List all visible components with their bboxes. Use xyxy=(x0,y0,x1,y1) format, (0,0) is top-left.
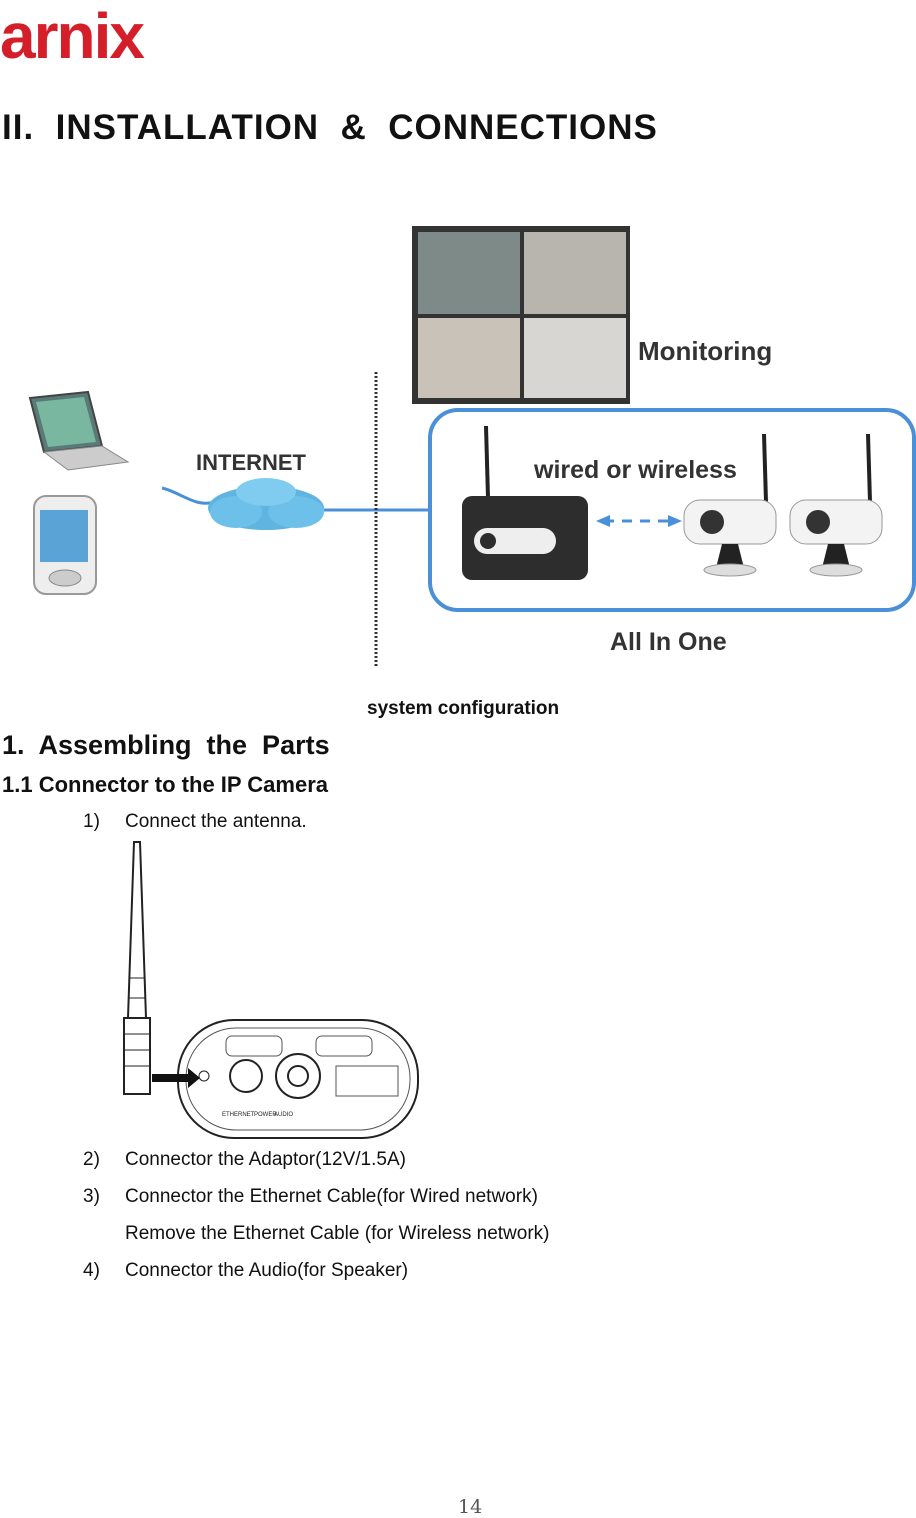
step-text: Connector the Audio(for Speaker) xyxy=(125,1260,409,1281)
all-in-one-box xyxy=(428,408,916,612)
arnix-logo: arnix xyxy=(0,0,147,66)
internet-label: INTERNET xyxy=(196,450,307,475)
laptop-icon xyxy=(28,390,130,471)
wired-or-wireless-label: wired or wireless xyxy=(533,456,737,484)
internet-cloud-icon xyxy=(208,478,324,530)
step-number: 2) xyxy=(83,1149,100,1170)
svg-text:ETHERNET: ETHERNET xyxy=(222,1112,255,1118)
step-text: Connect the antenna. xyxy=(125,811,307,832)
pda-icon xyxy=(33,495,97,595)
monitoring-label: Monitoring xyxy=(638,336,772,366)
step-number: 4) xyxy=(83,1260,100,1281)
step-number: 1) xyxy=(83,811,100,832)
arrow-right-icon xyxy=(152,1068,200,1088)
step-text: Connector the Adaptor(12V/1.5A) xyxy=(125,1149,406,1170)
svg-text:AUDIO: AUDIO xyxy=(274,1112,293,1118)
svg-text:POWER: POWER xyxy=(254,1112,277,1118)
camera-body: ETHERNET POWER AUDIO xyxy=(177,1019,419,1139)
monitoring-screen xyxy=(412,226,630,404)
figure-caption: system configuration xyxy=(367,698,560,719)
all-in-one-label: All In One xyxy=(610,628,727,656)
ip-camera-icon-2 xyxy=(789,433,883,577)
subsection-heading: 1.1 Connector to the IP Camera xyxy=(2,772,329,797)
nvr-device-icon xyxy=(462,425,588,580)
camera-back-illustration: ETHERNET POWER AUDIO xyxy=(123,841,419,1139)
step-number: 3) xyxy=(83,1186,100,1207)
section-title: II. INSTALLATION & CONNECTIONS xyxy=(2,108,658,147)
section-heading: 1. Assembling the Parts xyxy=(2,730,330,760)
system-configuration-diagram: INTERNET Monitoring wired or wireless A xyxy=(28,226,916,667)
svg-text:arnix: arnix xyxy=(0,0,145,66)
page-number: 14 xyxy=(458,1496,483,1518)
step-text: Connector the Ethernet Cable(for Wired n… xyxy=(125,1186,538,1207)
antenna-icon xyxy=(123,841,151,1095)
step-text: Remove the Ethernet Cable (for Wireless … xyxy=(125,1223,550,1244)
ip-camera-icon-1 xyxy=(683,433,777,577)
